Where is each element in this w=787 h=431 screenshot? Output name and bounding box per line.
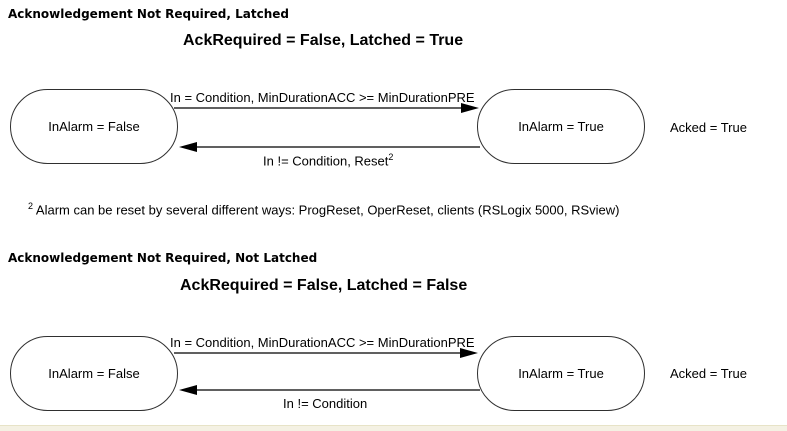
diagram1-state-inalarm-false: InAlarm = False <box>10 89 178 164</box>
state-label: InAlarm = False <box>48 366 140 381</box>
diagram1-back-transition-label: In != Condition, Reset2 <box>263 152 393 168</box>
section-heading-latched: Acknowledgement Not Required, Latched <box>8 7 289 21</box>
reset-footnote: 2 Alarm can be reset by several differen… <box>28 201 619 217</box>
diagram2-forward-transition-label: In = Condition, MinDurationACC >= MinDur… <box>170 335 475 350</box>
diagram2-state-inalarm-false: InAlarm = False <box>10 336 178 411</box>
diagram1-acked-state-label: Acked = True <box>670 120 747 135</box>
back-transition-label-text: In != Condition, Reset <box>263 153 389 169</box>
diagram1-back-arrowhead-icon <box>179 142 197 152</box>
diagram2-state-inalarm-true: InAlarm = True <box>477 336 645 411</box>
diagram1-forward-transition-label: In = Condition, MinDurationACC >= MinDur… <box>170 90 475 105</box>
footnote-number-superscript: 2 <box>28 201 34 211</box>
state-label: InAlarm = True <box>518 366 604 381</box>
diagram2-back-arrowhead-icon <box>179 385 197 395</box>
section-heading-not-latched: Acknowledgement Not Required, Not Latche… <box>8 251 318 265</box>
diagram1-title: AckRequired = False, Latched = True <box>183 32 464 49</box>
footnote-text: Alarm can be reset by several different … <box>33 202 620 218</box>
diagram2-back-transition-label: In != Condition <box>283 396 368 411</box>
diagram1-state-inalarm-true: InAlarm = True <box>477 89 645 164</box>
state-label: InAlarm = True <box>518 119 604 134</box>
diagram2-acked-state-label: Acked = True <box>670 366 747 381</box>
state-label: InAlarm = False <box>48 119 140 134</box>
footnote-reference-superscript: 2 <box>388 152 394 162</box>
diagram2-title: AckRequired = False, Latched = False <box>180 277 468 294</box>
bottom-page-edge-band <box>0 425 787 431</box>
